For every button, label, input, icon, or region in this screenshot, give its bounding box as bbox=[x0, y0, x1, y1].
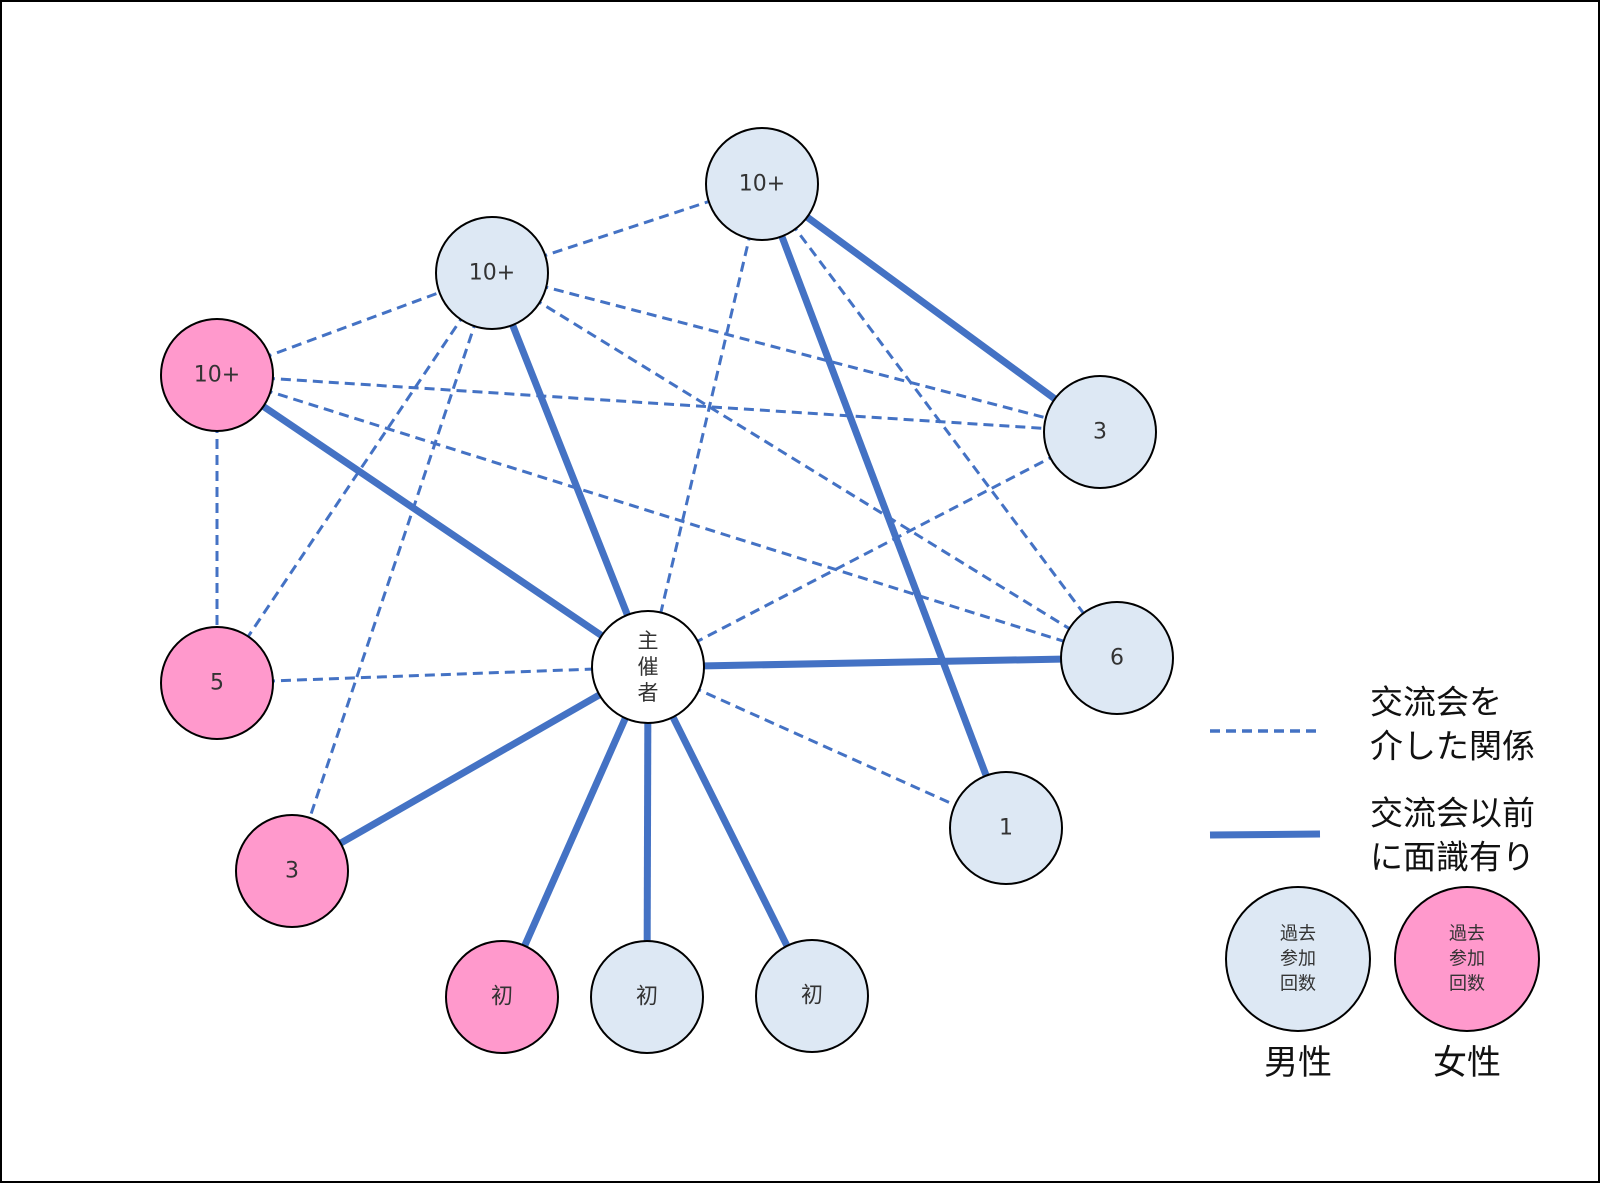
node-m1: 10+ bbox=[705, 127, 819, 241]
edge-dashed-m1-m4 bbox=[760, 183, 1119, 659]
node-organizer: 主催者 bbox=[591, 610, 705, 724]
legend-female-caption: 女性 bbox=[1433, 1043, 1501, 1083]
edge-dashed-m1-organizer bbox=[646, 183, 764, 668]
node-m7: 初 bbox=[755, 939, 869, 1053]
edge-dashed-m2-f2 bbox=[215, 272, 494, 684]
edge-solid-organizer-f4 bbox=[498, 665, 652, 999]
node-circle-m2 bbox=[435, 216, 549, 330]
edge-dashed-m2-m4 bbox=[491, 271, 1118, 660]
node-f1: 10+ bbox=[160, 318, 274, 432]
nodes-layer: 主催者 10+ 10+ 10+ 3 6 5 1 3 初 初 初 bbox=[160, 127, 1174, 1054]
legend-female-circle bbox=[1394, 886, 1540, 1032]
node-label-m5: 1 bbox=[999, 816, 1013, 841]
legend: 交流会を 介した関係 交流会以前 に面識有り 過去 参加 回数 男性 過去 参加… bbox=[1209, 683, 1540, 1083]
edge-dashed-m2-f3 bbox=[290, 272, 494, 872]
node-circle-m4 bbox=[1060, 601, 1174, 715]
legend-dashed-label-line1: 交流会を bbox=[1370, 683, 1502, 722]
node-label-m1: 10+ bbox=[739, 172, 785, 197]
legend-male-text-2: 参加 bbox=[1280, 949, 1316, 970]
node-m3: 3 bbox=[1043, 375, 1157, 489]
edge-solid-f1-organizer bbox=[215, 372, 650, 670]
node-label-m3: 3 bbox=[1093, 420, 1107, 445]
node-label-f4: 初 bbox=[491, 985, 513, 1010]
node-m5: 1 bbox=[949, 771, 1063, 885]
node-label-m2: 10+ bbox=[469, 261, 515, 286]
node-f3: 3 bbox=[235, 814, 349, 928]
node-circle-m5 bbox=[949, 771, 1063, 885]
legend-solid-label-line2: に面識有り bbox=[1370, 838, 1535, 877]
legend-male-node: 過去 参加 回数 bbox=[1225, 886, 1371, 1032]
node-circle-m1 bbox=[705, 127, 819, 241]
node-label-m6: 初 bbox=[636, 985, 658, 1010]
legend-dashed-label-line2: 介した関係 bbox=[1370, 727, 1535, 766]
node-m2: 10+ bbox=[435, 216, 549, 330]
legend-male-text-3: 回数 bbox=[1280, 974, 1316, 995]
node-f2: 5 bbox=[160, 626, 274, 740]
node-label-m4: 6 bbox=[1110, 646, 1124, 671]
node-m4: 6 bbox=[1060, 601, 1174, 715]
legend-female-text-2: 参加 bbox=[1449, 949, 1485, 970]
node-circle-f1 bbox=[160, 318, 274, 432]
edge-solid-organizer-m4 bbox=[647, 654, 1118, 671]
node-circle-f2 bbox=[160, 626, 274, 740]
legend-male-circle bbox=[1225, 886, 1371, 1032]
node-circle-f4 bbox=[445, 940, 559, 1054]
legend-male-caption: 男性 bbox=[1264, 1043, 1332, 1083]
edge-dashed-f1-m3 bbox=[216, 373, 1101, 434]
edge-solid-m1-m3 bbox=[759, 181, 1103, 435]
node-circle-f3 bbox=[235, 814, 349, 928]
legend-female-node: 過去 参加 回数 bbox=[1394, 886, 1540, 1032]
edge-dashed-m2-m3 bbox=[491, 271, 1101, 434]
node-m6: 初 bbox=[590, 940, 704, 1054]
node-label-m7: 初 bbox=[801, 984, 823, 1009]
edge-solid-organizer-m7 bbox=[644, 665, 816, 998]
node-circle-m6 bbox=[590, 940, 704, 1054]
legend-female-text-3: 回数 bbox=[1449, 974, 1485, 995]
edge-dashed-organizer-m5 bbox=[647, 665, 1007, 830]
node-circle-m7 bbox=[755, 939, 869, 1053]
edge-solid-m1-m5 bbox=[758, 182, 1010, 830]
node-label-organizer-1: 催 bbox=[638, 655, 659, 679]
node-circle-m3 bbox=[1043, 375, 1157, 489]
node-label-f3: 3 bbox=[285, 859, 299, 884]
legend-solid-label-line1: 交流会以前 bbox=[1370, 794, 1535, 833]
node-label-organizer-2: 者 bbox=[638, 681, 659, 705]
legend-solid-line bbox=[1209, 830, 1321, 839]
edges-layer bbox=[215, 181, 1119, 999]
legend-female-text-1: 過去 bbox=[1449, 924, 1485, 945]
node-label-organizer-0: 主 bbox=[638, 629, 659, 653]
node-label-f2: 5 bbox=[210, 671, 224, 696]
node-circle-organizer bbox=[591, 610, 705, 724]
legend-male-text-1: 過去 bbox=[1280, 924, 1316, 945]
node-f4: 初 bbox=[445, 940, 559, 1054]
edge-dashed-f1-m4 bbox=[216, 373, 1118, 660]
node-label-f1: 10+ bbox=[194, 363, 240, 388]
edge-solid-m2-organizer bbox=[488, 271, 652, 669]
edge-dashed-m3-organizer bbox=[647, 430, 1101, 669]
edge-dashed-f2-organizer bbox=[216, 665, 649, 685]
edge-solid-organizer-f3 bbox=[290, 663, 650, 875]
